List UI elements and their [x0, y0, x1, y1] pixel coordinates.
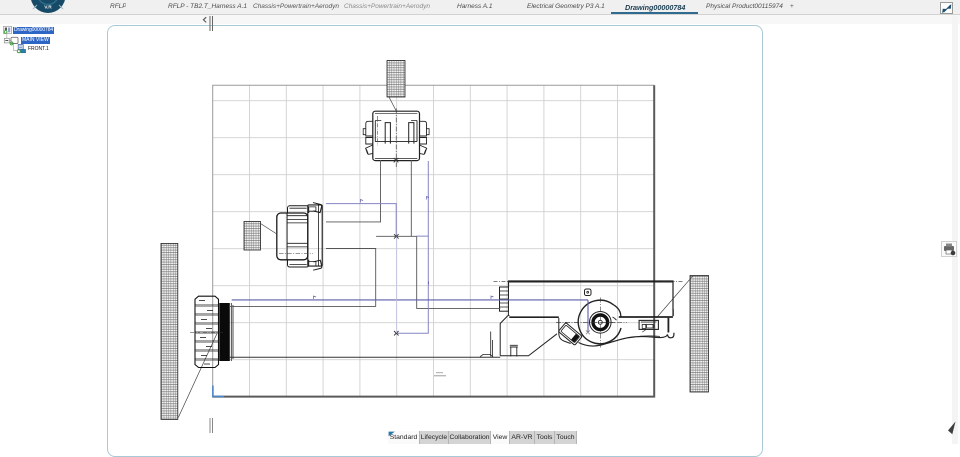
svg-text:V.R: V.R	[44, 5, 52, 11]
